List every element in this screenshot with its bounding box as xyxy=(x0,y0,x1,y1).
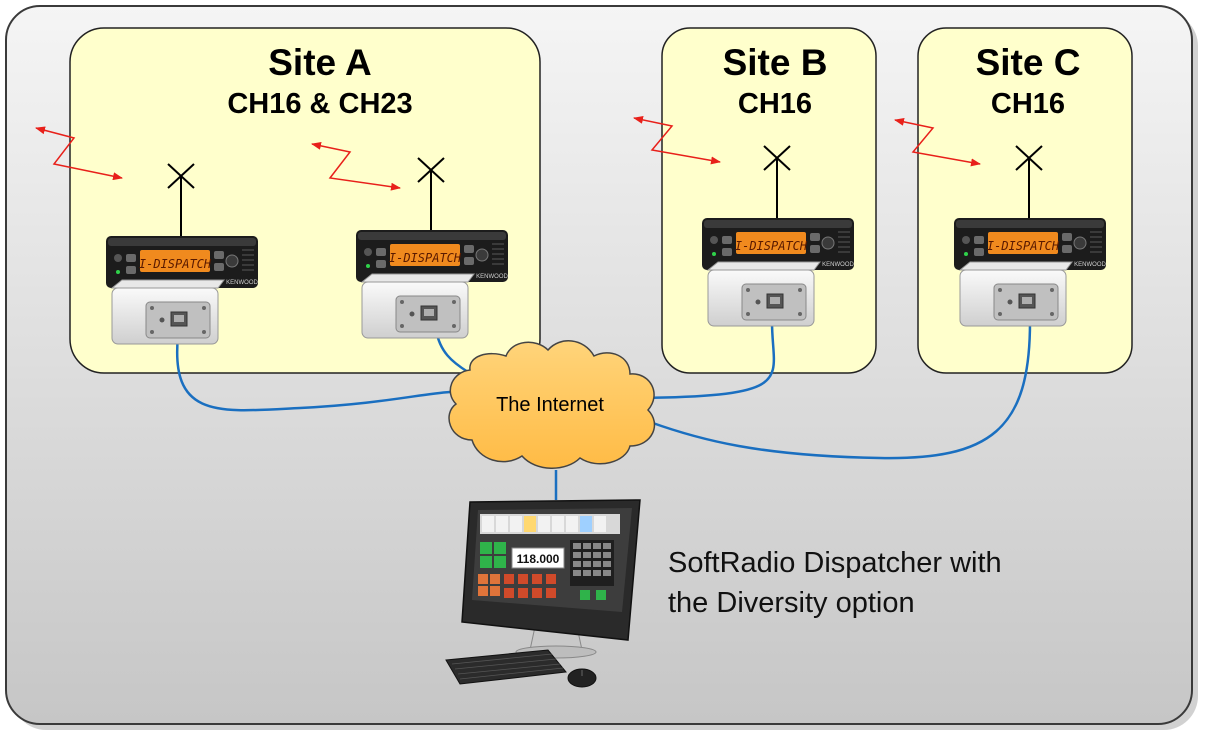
site-b-channels: CH16 xyxy=(737,88,813,120)
radio-brand: KENWOOD xyxy=(822,262,854,268)
mouse xyxy=(567,668,597,688)
dispatcher-frequency: 118.000 xyxy=(517,552,560,566)
radio-brand-texts: KENWOOD KENWOOD KENWOOD KENWOOD xyxy=(226,262,1106,286)
cable-site-c xyxy=(649,321,1032,460)
dispatcher-computer: 118.000 xyxy=(445,499,641,688)
site-a-title: Site A xyxy=(268,42,372,83)
dispatcher-screen xyxy=(478,514,620,600)
internet-cloud xyxy=(448,340,656,469)
keyboard xyxy=(445,649,567,685)
radio-display-text: I-DISPATCH xyxy=(735,239,808,253)
site-c-title: Site C xyxy=(975,42,1081,83)
dispatcher-caption-line1: SoftRadio Dispatcher with xyxy=(668,547,1002,579)
cable-site-a-1 xyxy=(175,335,451,412)
internet-label: The Internet xyxy=(496,394,604,416)
radio-brand: KENWOOD xyxy=(1074,262,1106,268)
rf-arrow-site-b xyxy=(633,115,721,165)
rf-arrow-site-a-1 xyxy=(35,126,123,181)
radio-display-text: I-DISPATCH xyxy=(389,251,462,265)
dispatcher-caption: SoftRadio Dispatcher with the Diversity … xyxy=(668,543,1088,623)
dispatcher-caption-line2: the Diversity option xyxy=(668,587,915,619)
radio-brand: KENWOOD xyxy=(226,280,258,286)
radio-display-text: I-DISPATCH xyxy=(987,239,1060,253)
site-c-channels: CH16 xyxy=(990,88,1066,120)
site-b-title: Site B xyxy=(722,42,828,83)
radio-display-texts: I-DISPATCH I-DISPATCH I-DISPATCH I-DISPA… xyxy=(139,239,1060,271)
rf-arrow-site-c xyxy=(894,117,981,167)
radio-brand: KENWOOD xyxy=(476,274,508,280)
rf-arrows xyxy=(35,115,981,191)
radio-display-text: I-DISPATCH xyxy=(139,257,212,271)
cable-site-b xyxy=(639,321,776,400)
rf-arrow-site-a-2 xyxy=(311,141,401,191)
site-a-channels: CH16 & CH23 xyxy=(227,88,413,120)
